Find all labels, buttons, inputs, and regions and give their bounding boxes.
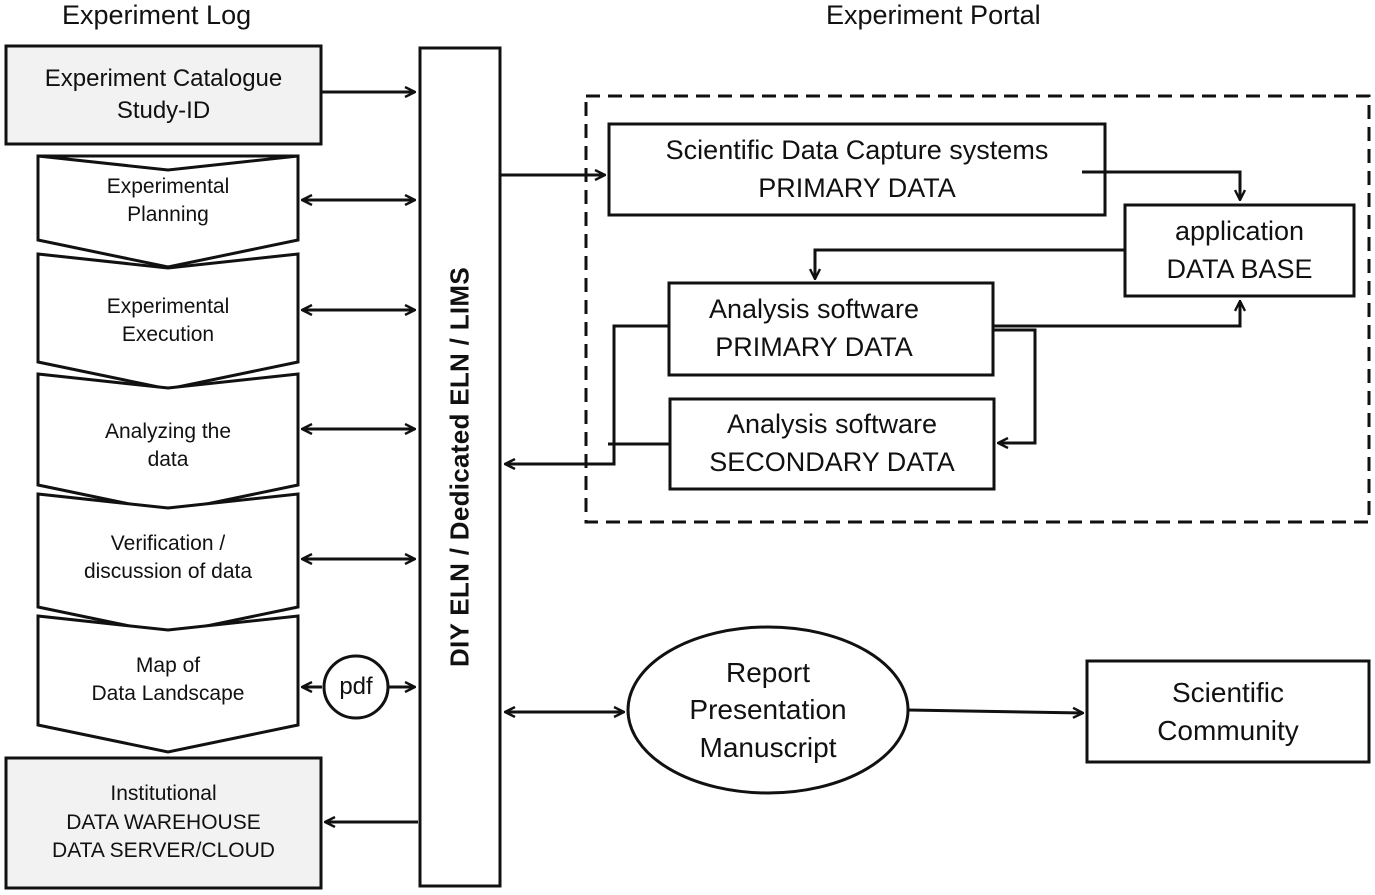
step-label-planning: Experimental Planning [38,168,298,234]
analysis-secondary-label: Analysis software SECONDARY DATA [670,399,994,489]
arrow-analysis-primary-to-secondary [993,328,1037,443]
capture-label: Scientific Data Capture systems PRIMARY … [609,124,1105,215]
report-line-1: Report [725,657,811,689]
eln-bar-label: DIY ELN / Dedicated ELN / LIMS [420,48,500,886]
step-analyzing-line-1: Analyzing the [104,419,232,443]
capture-line-2: PRIMARY DATA [758,172,956,203]
analysis-primary-line-1: Analysis software [708,294,920,325]
arrow-capture-to-database [1082,170,1240,200]
eln-bar-box [418,46,502,888]
step-chevron-planning-notch [37,154,299,172]
community-box [1085,659,1371,764]
experiment-catalogue-label: Experiment Catalogue Study-ID [6,46,321,144]
analysis-primary-line-2: PRIMARY DATA [715,332,913,362]
step-planning-line-1: Experimental [106,174,230,198]
community-line-2: Community [1157,714,1299,746]
portal-dashed-frame [584,94,1371,524]
step-map-line-2: Data Landscape [91,682,245,705]
database-label: application DATA BASE [1125,205,1354,296]
step-planning-line-2: Planning [127,203,209,226]
eln-bar-text: DIY ELN / Dedicated ELN / LIMS [444,266,475,668]
step-chevron-planning-outline [36,154,300,269]
step-chevron-map [36,614,300,754]
step-execution-line-1: Experimental [106,294,230,318]
step-map-line-1: Map of [135,653,201,677]
step-label-verification: Verification / discussion of data [38,525,298,591]
arrow-database-to-analysis-primary [815,248,1125,279]
step-execution-line-2: Execution [121,323,215,346]
step-verification-line-1: Verification / [110,531,226,555]
step-verification-line-2: discussion of data [83,560,253,583]
analysis-primary-label: Analysis software PRIMARY DATA [669,283,959,375]
analysis-secondary-box [668,397,996,491]
pdf-text: pdf [339,672,373,700]
database-line-2: DATA BASE [1166,253,1313,284]
report-line-2: Presentation [689,694,847,726]
pdf-circle [322,654,390,720]
analysis-secondary-line-1: Analysis software [726,409,938,440]
step-label-analyzing: Analyzing the data [38,413,298,479]
warehouse-label: Institutional DATA WAREHOUSE DATA SERVER… [6,758,321,888]
community-label: Scientific Community [1087,661,1369,762]
experiment-catalogue-line-2: Study-ID [116,97,211,124]
step-analyzing-line-2: data [147,448,189,471]
database-box [1123,203,1356,298]
database-line-1: application [1174,215,1305,246]
capture-line-1: Scientific Data Capture systems [665,134,1049,165]
report-line-3: Manuscript [699,731,837,763]
warehouse-line-2: DATA WAREHOUSE [66,810,261,834]
community-line-1: Scientific [1171,677,1285,709]
line-analysis-primary-to-eln [606,324,669,466]
step-chevron-verification [36,492,300,636]
arrow-report-to-community [907,710,1083,713]
experiment-catalogue-box [4,44,323,146]
analysis-secondary-line-2: SECONDARY DATA [709,447,955,477]
experiment-catalogue-line-1: Experiment Catalogue [44,64,283,92]
experiment-portal-title: Experiment Portal [826,0,1041,30]
step-chevron-execution [36,252,300,391]
step-label-execution: Experimental Execution [38,288,298,354]
step-chevron-analyzing [36,372,300,514]
arrow-analysis-primary-to-database [993,301,1240,328]
pdf-label: pdf [324,656,388,718]
step-label-map: Map of Data Landscape [38,647,298,713]
capture-box [607,122,1107,217]
warehouse-line-3: DATA SERVER/CLOUD [52,839,275,863]
warehouse-line-1: Institutional [110,782,217,806]
warehouse-box [4,756,323,890]
report-label: Report Presentation Manuscript [628,627,908,793]
experiment-log-title: Experiment Log [62,0,252,30]
